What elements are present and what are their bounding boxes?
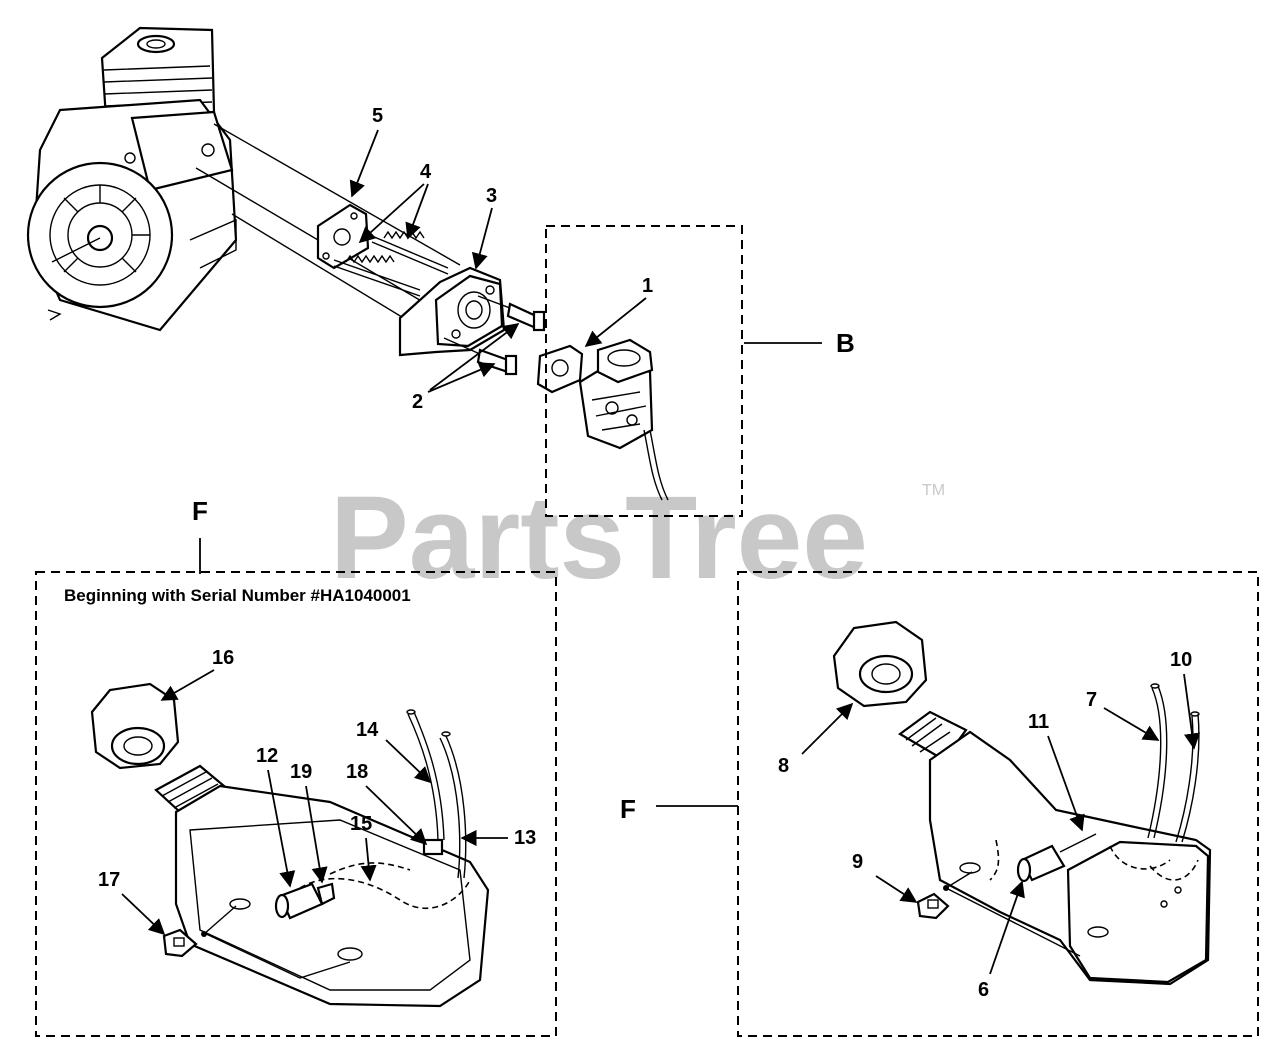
callout-14: 14 <box>356 719 379 741</box>
callouts-left-tank: 16 12 19 18 14 15 13 17 <box>98 647 536 936</box>
callout-1: 1 <box>642 275 653 297</box>
fuel-tank-right <box>832 620 1212 986</box>
callout-15: 15 <box>350 813 372 835</box>
callout-10: 10 <box>1170 649 1192 671</box>
callout-7: 7 <box>1086 689 1097 711</box>
callout-11: 11 <box>1028 711 1049 733</box>
callout-6: 6 <box>978 979 989 1001</box>
callout-9: 9 <box>852 851 863 873</box>
section-f-left-label: F <box>192 496 208 526</box>
gasket-part-1 <box>536 344 584 394</box>
callout-8: 8 <box>778 755 789 777</box>
section-f-left: F Beginning with Serial Number #HA104000… <box>35 496 557 1037</box>
callout-12: 12 <box>256 745 278 767</box>
callout-2: 2 <box>412 391 423 413</box>
callout-5: 5 <box>372 105 383 127</box>
section-f-right: F <box>620 571 1259 1037</box>
watermark: PartsTree TM <box>330 472 945 604</box>
callout-16: 16 <box>212 647 234 669</box>
engine-illustration <box>26 26 238 332</box>
watermark-trademark: TM <box>922 482 945 499</box>
watermark-text: PartsTree <box>330 472 868 604</box>
callout-19: 19 <box>290 761 312 783</box>
section-b-box: B <box>545 225 855 517</box>
callout-13: 13 <box>514 827 536 849</box>
section-f-right-label: F <box>620 794 636 824</box>
serial-note: Beginning with Serial Number #HA1040001 <box>64 586 411 605</box>
spacer-part-3 <box>398 266 506 357</box>
callout-3: 3 <box>486 185 497 207</box>
fuel-tank-left <box>90 682 490 1008</box>
screws-part-2 <box>443 295 546 376</box>
callout-4: 4 <box>420 161 432 183</box>
callout-17: 17 <box>98 869 120 891</box>
callouts-right-tank: 8 11 7 10 9 6 <box>778 649 1201 1001</box>
callout-18: 18 <box>346 761 368 783</box>
gasket-part-5 <box>316 203 370 270</box>
callouts-top: 5 4 3 1 2 <box>349 105 653 413</box>
section-b-label: B <box>836 328 855 358</box>
carburetor <box>578 338 669 501</box>
